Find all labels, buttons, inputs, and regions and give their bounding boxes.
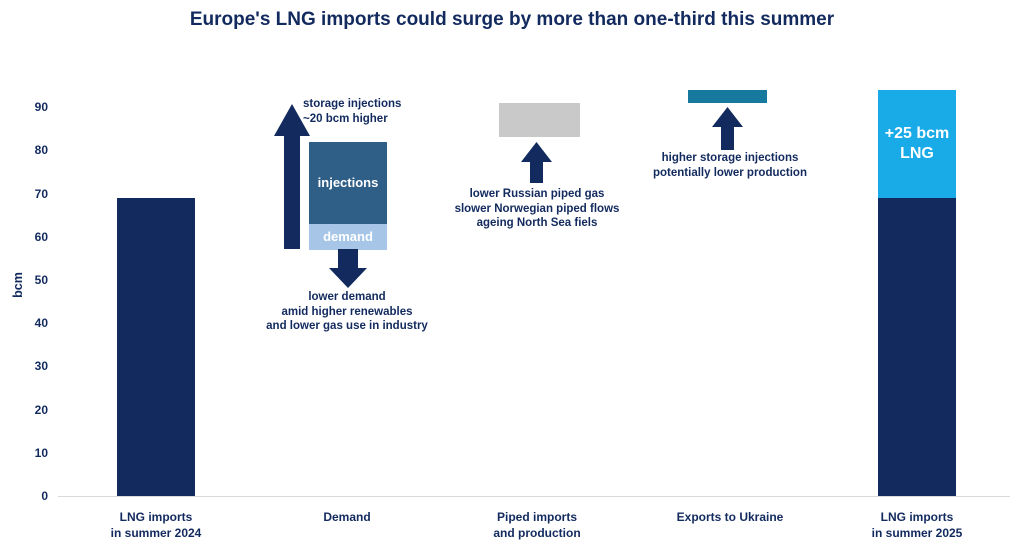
piped-annotation: lower Russian piped gas slower Norwegian… <box>454 188 620 229</box>
y-tick-30: 30 <box>34 359 48 373</box>
y-tick-10: 10 <box>34 446 48 460</box>
up-arrow-icon <box>274 104 310 249</box>
y-tick-0: 0 <box>41 489 48 503</box>
demand-box-label: demand <box>323 229 373 245</box>
y-tick-70: 70 <box>34 187 48 201</box>
lower-demand-annotation: lower demand amid higher renewables and … <box>266 291 428 332</box>
up-arrow-icon <box>521 142 552 183</box>
y-tick-60: 60 <box>34 230 48 244</box>
injections-box: injections <box>309 141 387 224</box>
category-label-lng-2024: LNG imports in summer 2024 <box>110 510 202 540</box>
y-tick-20: 20 <box>34 403 48 417</box>
bar-lng-imports-2024 <box>117 197 195 496</box>
y-tick-80: 80 <box>34 143 48 157</box>
y-tick-50: 50 <box>34 273 48 287</box>
bar-lng-imports-2025-base <box>878 197 956 496</box>
chart-title: Europe's LNG imports could surge by more… <box>189 9 835 30</box>
ukraine-range-bar <box>688 89 767 103</box>
x-axis-line <box>58 496 1010 497</box>
plus-25-bcm-label: +25 bcm LNG <box>884 124 950 162</box>
injections-box-label: injections <box>317 175 379 191</box>
bar-lng-imports-2025-increase: +25 bcm LNG <box>878 89 956 198</box>
up-arrow-icon <box>712 107 743 150</box>
ukraine-annotation: higher storage injections potentially lo… <box>653 152 807 179</box>
down-arrow-icon <box>329 249 367 288</box>
storage-injections-annotation: storage injections ~20 bcm higher <box>303 98 402 125</box>
category-label-piped: Piped imports and production <box>493 510 581 540</box>
category-label-demand: Demand <box>323 510 371 524</box>
y-tick-40: 40 <box>34 316 48 330</box>
demand-box: demand <box>309 223 387 250</box>
y-tick-90: 90 <box>34 100 48 114</box>
category-label-lng-2025: LNG imports in summer 2025 <box>871 510 963 540</box>
category-label-ukraine: Exports to Ukraine <box>676 510 784 524</box>
piped-range-box <box>499 102 580 138</box>
